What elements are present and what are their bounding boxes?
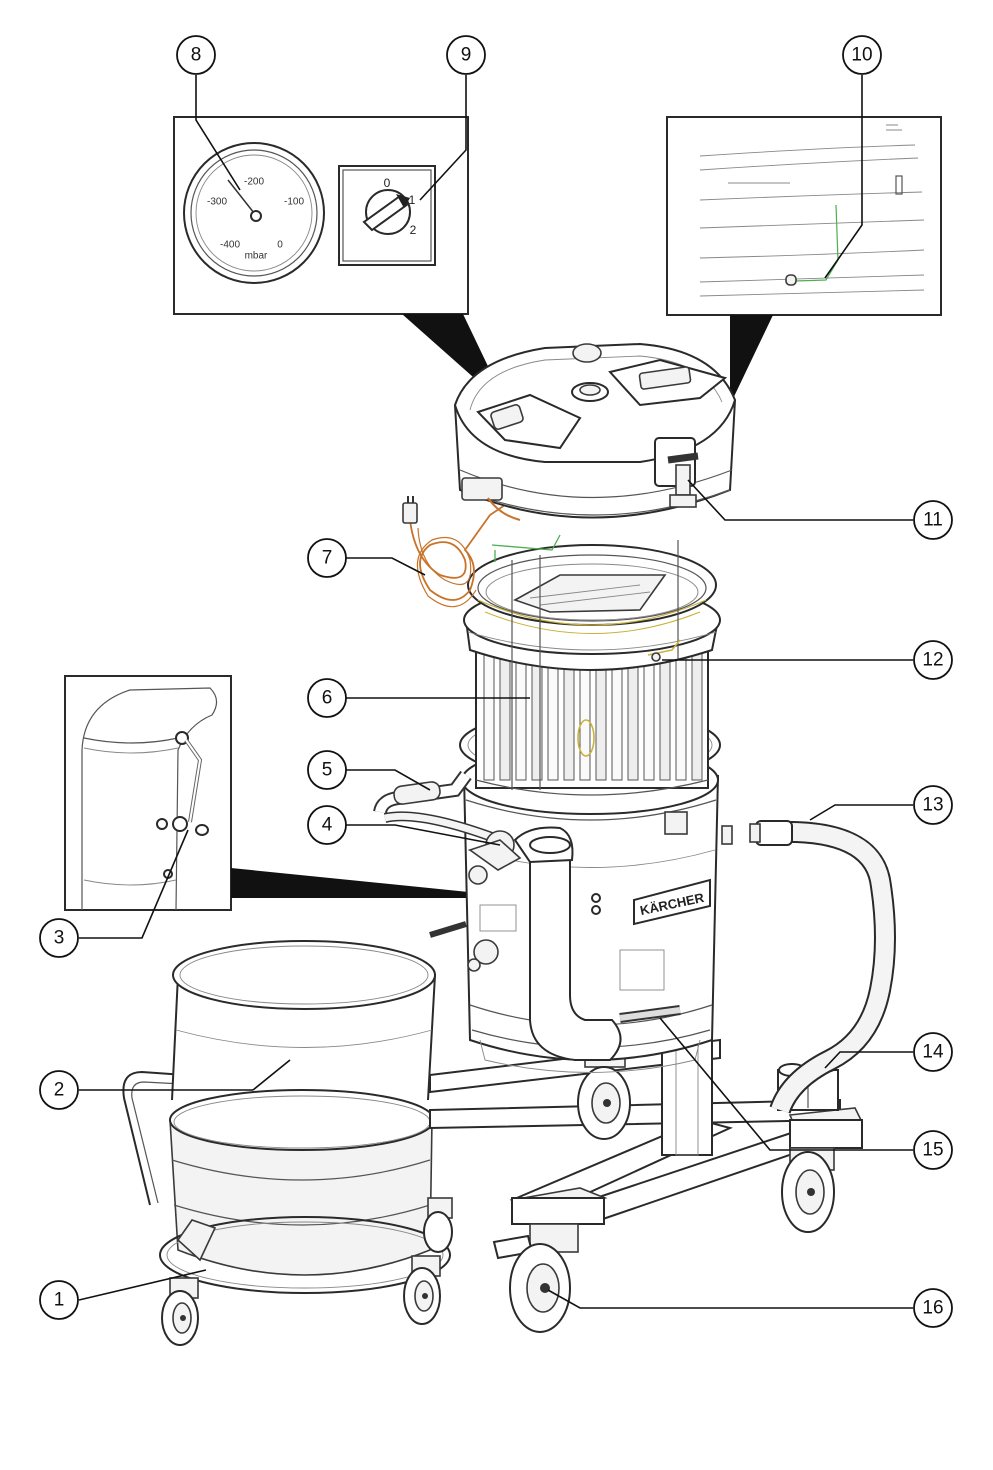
chassis — [429, 944, 864, 1333]
lid-unit — [453, 342, 737, 521]
callout-5: 5 — [307, 750, 347, 790]
svg-text:15: 15 — [922, 1140, 943, 1161]
filter-head — [463, 534, 721, 790]
filter-cartridge — [595, 651, 607, 781]
filter-cartridge — [643, 651, 655, 781]
callout-7: 7 — [307, 538, 347, 578]
callout-9: 9 — [446, 35, 486, 75]
svg-text:13: 13 — [922, 795, 943, 816]
svg-text:9: 9 — [461, 45, 472, 66]
gauge-tick-0: 0 — [277, 240, 283, 251]
switch-pos-0: 0 — [384, 176, 391, 190]
gauge-tick-100: -100 — [284, 197, 304, 208]
gauge-tick-200: -200 — [244, 177, 264, 188]
callout-10: 10 — [842, 35, 882, 75]
gauge-tick-300: -300 — [207, 197, 227, 208]
filter-cartridge — [499, 651, 511, 781]
bin-caster-back — [423, 1197, 453, 1253]
filter-cartridge — [515, 651, 527, 781]
filter-cartridge — [547, 651, 559, 781]
side-lever — [619, 1005, 681, 1023]
vacuum-gauge: -200 -300 -100 -400 0 mbar — [183, 142, 325, 284]
gauge-needle — [227, 179, 255, 214]
svg-text:4: 4 — [322, 815, 333, 836]
svg-text:10: 10 — [851, 45, 872, 66]
filter-cartridge — [483, 651, 495, 781]
filter-cartridge — [563, 651, 575, 781]
detail-box-sensor — [666, 116, 942, 405]
svg-text:8: 8 — [191, 45, 202, 66]
filter-cartridge — [691, 651, 703, 781]
callout-14: 14 — [913, 1032, 953, 1072]
brand-plate: KÄRCHER — [633, 878, 711, 926]
svg-text:6: 6 — [322, 688, 333, 709]
filter-cartridge — [579, 651, 591, 781]
filter-cartridge — [659, 651, 671, 781]
leader-lines — [78, 75, 913, 1309]
svg-text:12: 12 — [922, 650, 943, 671]
callout-1: 1 — [39, 1280, 79, 1320]
gauge-tick-400: -400 — [220, 240, 240, 251]
filter-cartridge — [611, 651, 623, 781]
callout-15: 15 — [913, 1130, 953, 1170]
front-caster-brake — [492, 1223, 579, 1333]
power-cable — [402, 496, 506, 608]
svg-text:7: 7 — [322, 548, 333, 569]
callout-16: 16 — [913, 1288, 953, 1328]
shaking-lever — [383, 811, 522, 885]
svg-text:14: 14 — [922, 1042, 944, 1063]
svg-text:3: 3 — [54, 928, 65, 949]
drain-valve — [429, 921, 499, 972]
selector-switch: 0 1 2 — [338, 165, 436, 266]
detail-box-gauge-switch: -200 -300 -100 -400 0 mbar 0 1 2 — [173, 116, 508, 408]
bin-caster-right — [403, 1255, 441, 1325]
collection-bin — [122, 940, 453, 1346]
callout-8: 8 — [176, 35, 216, 75]
filter-cartridge — [675, 651, 687, 781]
svg-text:2: 2 — [54, 1080, 65, 1101]
switch-pos-1: 1 — [409, 193, 416, 207]
filter-cartridge — [627, 651, 639, 781]
rear-caster — [577, 1044, 631, 1140]
switch-pos-2: 2 — [410, 223, 417, 237]
callouts: 1 2 3 4 5 6 7 8 — [39, 35, 953, 1328]
callout-11: 11 — [913, 500, 953, 540]
gauge-unit: mbar — [245, 251, 268, 262]
callout-2: 2 — [39, 1070, 79, 1110]
callout-6: 6 — [307, 678, 347, 718]
right-caster — [781, 1147, 835, 1233]
svg-text:11: 11 — [923, 510, 943, 531]
suction-hose — [749, 820, 896, 1114]
lid-clamp — [667, 452, 699, 508]
svg-text:1: 1 — [54, 1290, 65, 1311]
svg-text:5: 5 — [322, 760, 333, 781]
callout-13: 13 — [913, 785, 953, 825]
bin-caster-left — [161, 1277, 199, 1346]
svg-text:16: 16 — [922, 1298, 943, 1319]
filter-bars — [483, 651, 703, 781]
detail-box-hose — [64, 675, 528, 911]
push-handle — [373, 770, 472, 814]
callout-4: 4 — [307, 805, 347, 845]
callout-3: 3 — [39, 918, 79, 958]
callout-12: 12 — [913, 640, 953, 680]
